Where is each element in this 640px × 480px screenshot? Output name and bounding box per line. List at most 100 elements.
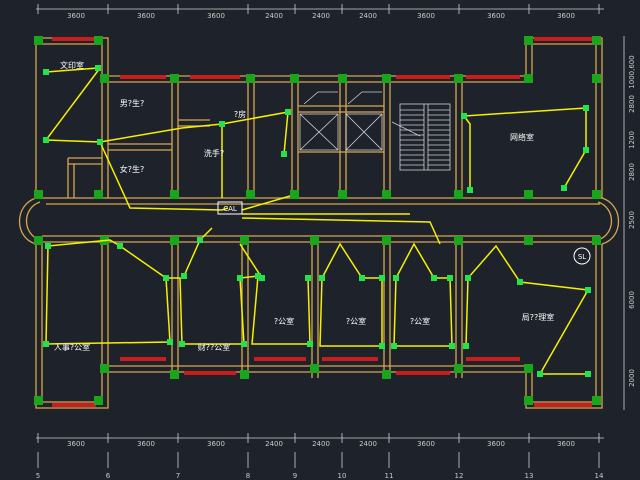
top-dim-8: 3600	[487, 12, 505, 20]
column	[100, 74, 109, 83]
light-fixture-icon	[391, 343, 397, 349]
column	[338, 74, 347, 83]
room-print: 文印室	[60, 60, 84, 70]
light-fixture-icon	[449, 343, 455, 349]
light-fixture-icon	[95, 65, 101, 71]
column	[170, 370, 179, 379]
column	[290, 74, 299, 83]
light-fixture-icon	[45, 243, 51, 249]
column	[246, 190, 255, 199]
bottom-dim-8: 3600	[487, 440, 505, 448]
light-fixture-icon	[97, 139, 103, 145]
column	[34, 396, 43, 405]
column	[34, 36, 43, 45]
column	[94, 190, 103, 199]
light-fixture-icon	[583, 147, 589, 153]
staircase	[391, 103, 451, 171]
light-fixture-icon	[537, 371, 543, 377]
top-dim-5: 2400	[312, 12, 330, 20]
axis-5: 5	[36, 472, 40, 480]
axis-14: 14	[595, 472, 604, 480]
bottom-dim-4: 2400	[265, 440, 283, 448]
column	[592, 74, 601, 83]
column	[592, 396, 601, 405]
light-fixture-icon	[585, 287, 591, 293]
sl-label: SL	[578, 253, 586, 261]
axis-11: 11	[385, 472, 394, 480]
axis-10: 10	[338, 472, 347, 480]
light-fixture-icon	[465, 275, 471, 281]
light-fixture-icon	[431, 275, 437, 281]
light-fixture-icon	[179, 341, 185, 347]
light-fixture-icon	[561, 185, 567, 191]
column	[454, 364, 463, 373]
column	[240, 236, 249, 245]
light-fixture-icon	[241, 341, 247, 347]
light-fixture-icon	[237, 275, 243, 281]
room-washroom: 洗手?	[204, 148, 224, 158]
column	[524, 396, 533, 405]
axis-8: 8	[246, 472, 250, 480]
bottom-dim-7: 3600	[417, 440, 435, 448]
right-dim-3: 1200	[628, 131, 636, 149]
light-fixture-icon	[583, 105, 589, 111]
bottom-dim-1: 3600	[67, 440, 85, 448]
light-fixture-icon	[467, 187, 473, 193]
top-dim-9: 3600	[557, 12, 575, 20]
column	[310, 364, 319, 373]
light-fixture-icon	[319, 275, 325, 281]
light-fixture-icon	[43, 69, 49, 75]
distribution-panel: CAL	[217, 201, 243, 215]
column	[524, 364, 533, 373]
top-dim-4: 2400	[265, 12, 283, 20]
column	[34, 236, 43, 245]
light-fixture-icon	[285, 109, 291, 115]
bottom-dimension-chain: 3600 3600 3600 2400 2400 2400 3600 3600 …	[36, 433, 604, 448]
room-network: 网络室	[510, 132, 534, 142]
light-fixture-icon	[307, 341, 313, 347]
panel-label: CAL	[223, 205, 237, 213]
right-dim-6: 6000	[628, 291, 636, 309]
light-fixture-icon	[281, 151, 287, 157]
column	[454, 236, 463, 245]
bottom-dim-9: 3600	[557, 440, 575, 448]
column	[524, 236, 533, 245]
column	[382, 370, 391, 379]
room-kitchen: ?房	[234, 109, 246, 119]
axis-9: 9	[293, 472, 297, 480]
axis-7: 7	[176, 472, 180, 480]
column	[592, 236, 601, 245]
bottom-dim-3: 3600	[207, 440, 225, 448]
light-fixture-icon	[379, 343, 385, 349]
room-mens-wc: 男?生?	[120, 98, 145, 108]
room-manager: 局??理室	[522, 312, 555, 322]
room-labels: 文印室 男?生? 女?生? ?房 洗手? 网络室 人事?公室 财??公室 ?公室…	[54, 60, 554, 352]
axis-bubbles: 5 6 7 8 9 10 11 12 13 14	[36, 452, 604, 480]
room-womens-wc: 女?生?	[120, 164, 145, 174]
top-dimension-chain: 3600 3600 3600 2400 2400 2400 3600 3600 …	[36, 4, 604, 20]
right-dim-1: 1000,600	[628, 55, 636, 88]
light-fixture-icon	[517, 279, 523, 285]
column	[524, 74, 533, 83]
column	[170, 190, 179, 199]
room-office-c: ?公室	[410, 316, 430, 326]
column	[240, 370, 249, 379]
right-dimension-chain: 1000,600 2800 1200 2800 2500 6000 2000	[623, 36, 636, 410]
column	[454, 74, 463, 83]
column	[170, 74, 179, 83]
light-fixture-icon	[359, 275, 365, 281]
right-dim-7: 2000	[628, 369, 636, 387]
column	[592, 36, 601, 45]
light-fixture-icon	[43, 341, 49, 347]
column	[94, 36, 103, 45]
top-dim-6: 2400	[359, 12, 377, 20]
light-fixture-icon	[197, 237, 203, 243]
axis-12: 12	[455, 472, 464, 480]
column	[382, 236, 391, 245]
column	[382, 74, 391, 83]
sl-symbol: SL	[573, 247, 591, 265]
column	[524, 190, 533, 199]
room-hr: 人事?公室	[54, 342, 90, 352]
